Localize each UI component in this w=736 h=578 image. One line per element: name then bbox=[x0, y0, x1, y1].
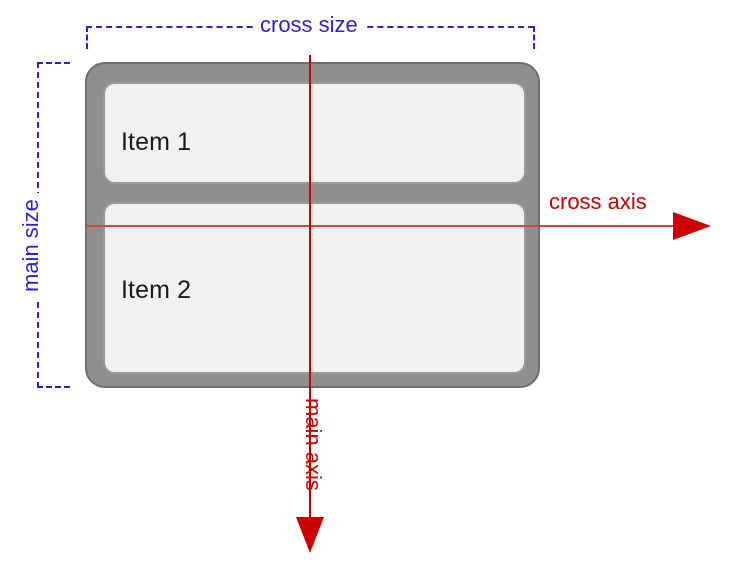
flex-item-1-label: Item 1 bbox=[121, 128, 192, 156]
main-size-bracket-tick-bottom bbox=[37, 386, 70, 388]
main-size-label: main size bbox=[18, 193, 44, 298]
flex-item-2-label: Item 2 bbox=[121, 276, 192, 304]
main-axis-line bbox=[309, 55, 311, 525]
main-axis-label: main axis bbox=[301, 398, 326, 491]
flex-item-2: Item 2 bbox=[103, 202, 526, 374]
arrow-down-icon bbox=[296, 517, 324, 553]
cross-size-bracket-tick-left bbox=[86, 26, 88, 49]
cross-axis-line bbox=[85, 225, 685, 227]
arrow-right-icon bbox=[673, 212, 711, 240]
flex-item-1: Item 1 bbox=[103, 82, 526, 184]
cross-size-bracket-tick-right bbox=[533, 26, 535, 49]
main-size-bracket-tick-top bbox=[37, 62, 70, 64]
cross-axis-label: cross axis bbox=[549, 189, 647, 214]
cross-size-label: cross size bbox=[254, 12, 364, 38]
